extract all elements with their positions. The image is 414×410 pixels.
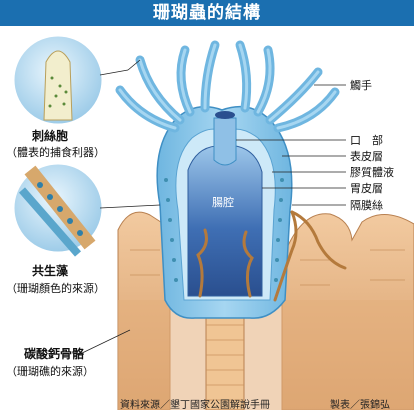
label-gut-cavity: 腸腔	[212, 196, 234, 209]
label-mouth: 口 部	[350, 134, 383, 147]
leader-lines	[77, 59, 346, 356]
calcium-skeleton-floor	[118, 300, 414, 410]
label-nematocyst-note: （體表的捕食利器）	[6, 146, 105, 159]
page-title: 珊瑚蟲的結構	[153, 3, 261, 23]
mouth-opening	[215, 111, 235, 119]
zooxanthellae-dots	[164, 178, 284, 282]
label-zooxanthellae-note: （珊瑚顏色的來源）	[6, 282, 105, 295]
label-zooxanthellae: 共生藻	[32, 264, 69, 278]
gut-cavity	[187, 145, 263, 297]
label-epidermis: 表皮層	[350, 150, 383, 163]
title-bar	[0, 0, 414, 26]
mesenterial-filaments	[196, 210, 347, 302]
inset-nematocyst	[11, 33, 105, 127]
pharynx	[213, 117, 237, 166]
label-gastrodermis: 胃皮層	[350, 182, 383, 195]
label-skeleton: 碳酸鈣骨骼	[24, 347, 85, 361]
label-mesoglea: 膠質體液	[350, 166, 394, 179]
inset-zooxanthellae	[11, 161, 105, 257]
label-skeleton-note: （珊瑚礁的來源）	[6, 365, 94, 378]
credit-maker: 製表／張錦弘	[330, 400, 390, 410]
skeleton-central-column	[205, 305, 245, 410]
credit-source: 資料來源／墾丁國家公園解說手冊	[120, 400, 270, 410]
label-tentacle: 觸手	[350, 79, 372, 92]
label-nematocyst: 刺絲胞	[32, 129, 69, 143]
label-mesenterial-filament: 隔膜絲	[350, 199, 383, 212]
